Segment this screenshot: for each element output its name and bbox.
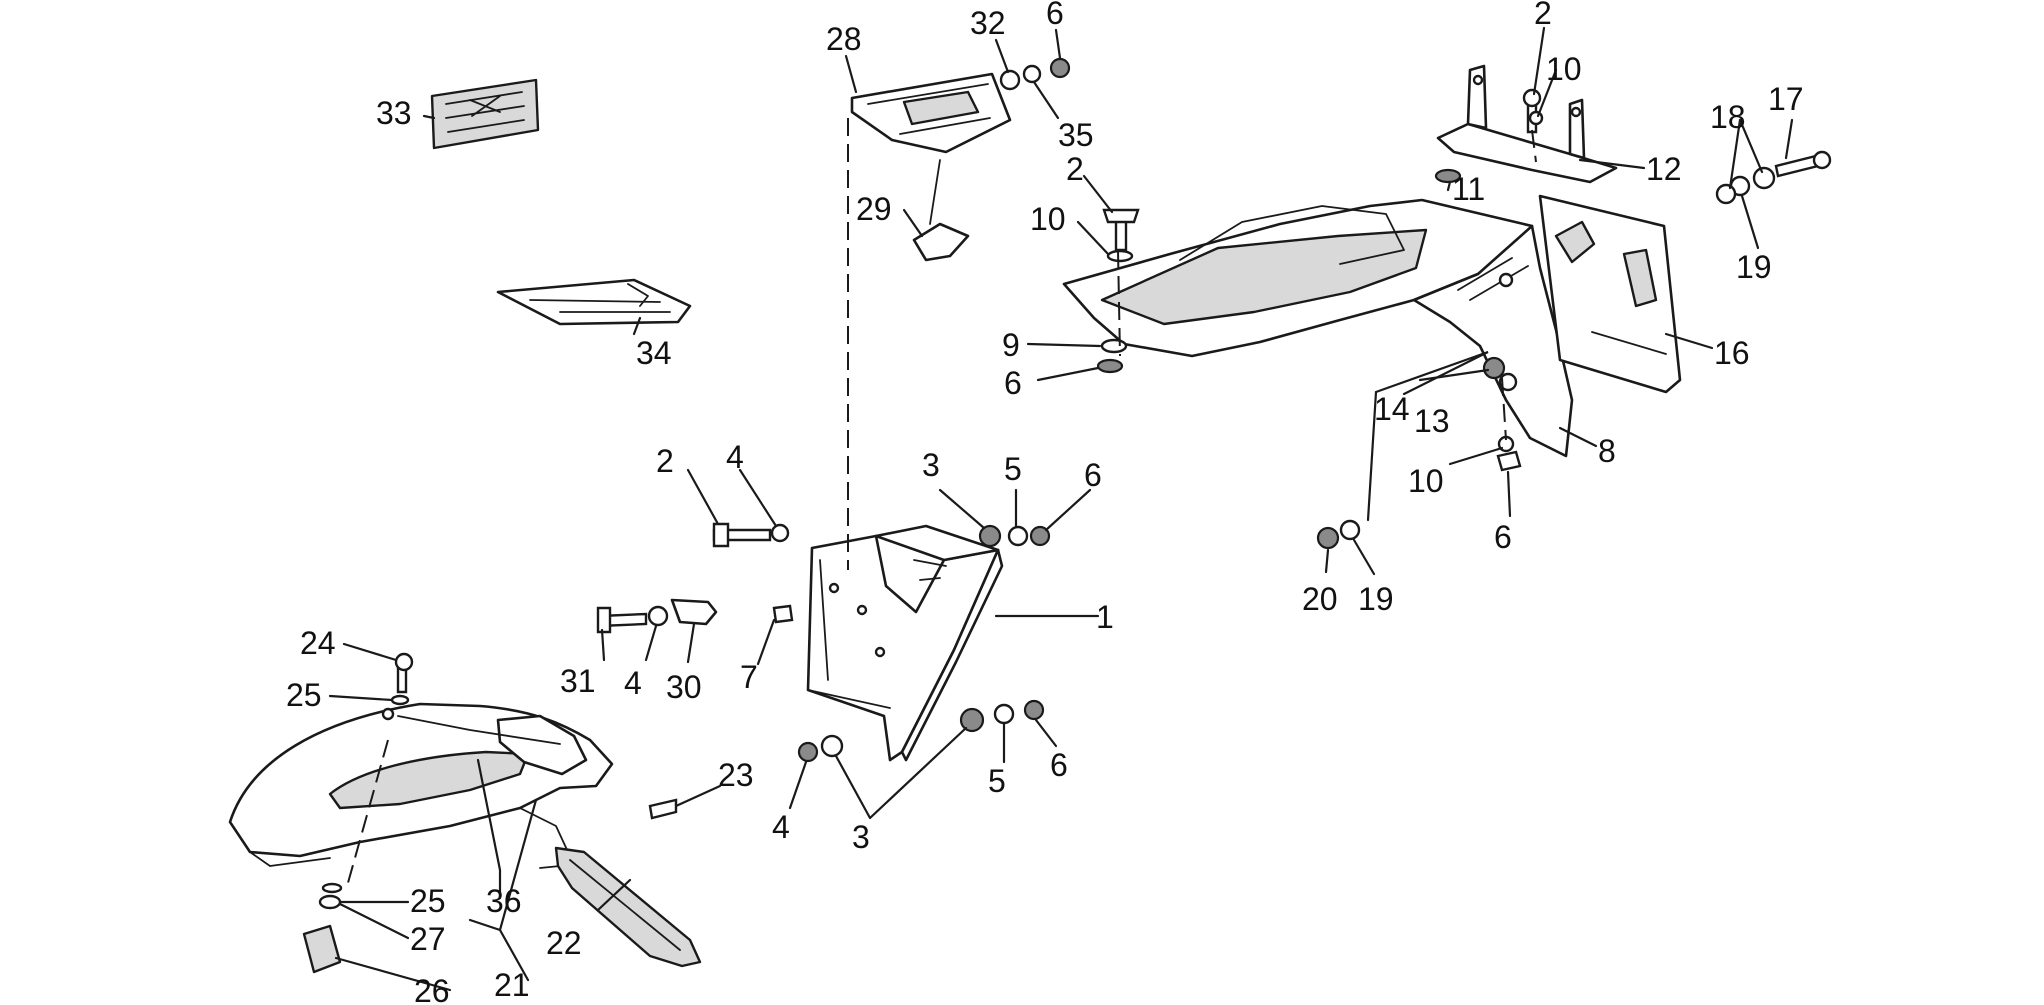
callout-35: 35 (1058, 117, 1094, 153)
hardware (318, 57, 1832, 910)
part-29-clip (912, 159, 970, 262)
part-16-plate-holder (1538, 194, 1682, 394)
callout-10: 10 (1030, 201, 1066, 237)
callout-25: 25 (286, 677, 322, 713)
callout-12: 12 (1646, 151, 1682, 187)
callout-21: 21 (494, 967, 530, 1003)
callout-16: 16 (1714, 335, 1750, 371)
part-8-rear-fender-assembly (1062, 198, 1574, 458)
callout-30: 30 (666, 669, 702, 705)
callout-13: 13 (1414, 403, 1450, 439)
part-26-spacer (302, 924, 342, 974)
leader-lines (328, 26, 1794, 992)
callout-33: 33 (376, 95, 412, 131)
part-36-front-fender (228, 702, 614, 869)
callout-3: 3 (922, 447, 940, 483)
callout-19: 19 (1358, 581, 1394, 617)
callout-34: 34 (636, 335, 672, 371)
callout-5: 5 (1004, 451, 1022, 487)
callout-6: 6 (1004, 365, 1022, 401)
callout-4: 4 (624, 665, 642, 701)
callout-6: 6 (1084, 457, 1102, 493)
part-1-center-bracket (806, 524, 1004, 762)
callout-labels: 33 34 28 32 6 35 29 2 4 3 5 6 1 31 4 30 … (286, 0, 1804, 1005)
callout-7: 7 (740, 659, 758, 695)
callout-27: 27 (410, 921, 446, 957)
callout-20: 20 (1302, 581, 1338, 617)
callout-29: 29 (856, 191, 892, 227)
callout-6: 6 (1494, 519, 1512, 555)
callout-5: 5 (988, 763, 1006, 799)
callout-6: 6 (1050, 747, 1068, 783)
callout-23: 23 (718, 757, 754, 793)
callout-2: 2 (1066, 151, 1084, 187)
callout-32: 32 (970, 5, 1006, 41)
callout-22: 22 (546, 925, 582, 961)
part-34-bracket (496, 278, 692, 326)
callout-2: 2 (1534, 0, 1552, 31)
callout-24: 24 (300, 625, 336, 661)
callout-25: 25 (410, 883, 446, 919)
callout-17: 17 (1768, 81, 1804, 117)
callout-11: 11 (1452, 171, 1485, 207)
callout-26: 26 (414, 973, 450, 1005)
callout-36: 36 (486, 883, 522, 919)
callout-1: 1 (1096, 599, 1114, 635)
callout-10: 10 (1546, 51, 1582, 87)
callout-18: 18 (1710, 99, 1746, 135)
callout-8: 8 (1598, 433, 1616, 469)
callout-4: 4 (772, 809, 790, 845)
callout-19: 19 (1736, 249, 1772, 285)
callout-9: 9 (1002, 327, 1020, 363)
assembly-guide-lines (345, 118, 1537, 891)
part-22-reflector (554, 846, 702, 968)
part-12-mount-bracket (1436, 64, 1618, 184)
callout-2: 2 (656, 443, 674, 479)
part-33-decal (430, 78, 540, 150)
callout-6: 6 (1046, 0, 1064, 31)
callout-3: 3 (852, 819, 870, 855)
callout-14: 14 (1374, 391, 1410, 427)
callout-4: 4 (726, 439, 744, 475)
callout-28: 28 (826, 21, 862, 57)
callout-31: 31 (560, 663, 596, 699)
callout-10: 10 (1408, 463, 1444, 499)
part-28-upper-bracket (850, 72, 1012, 154)
